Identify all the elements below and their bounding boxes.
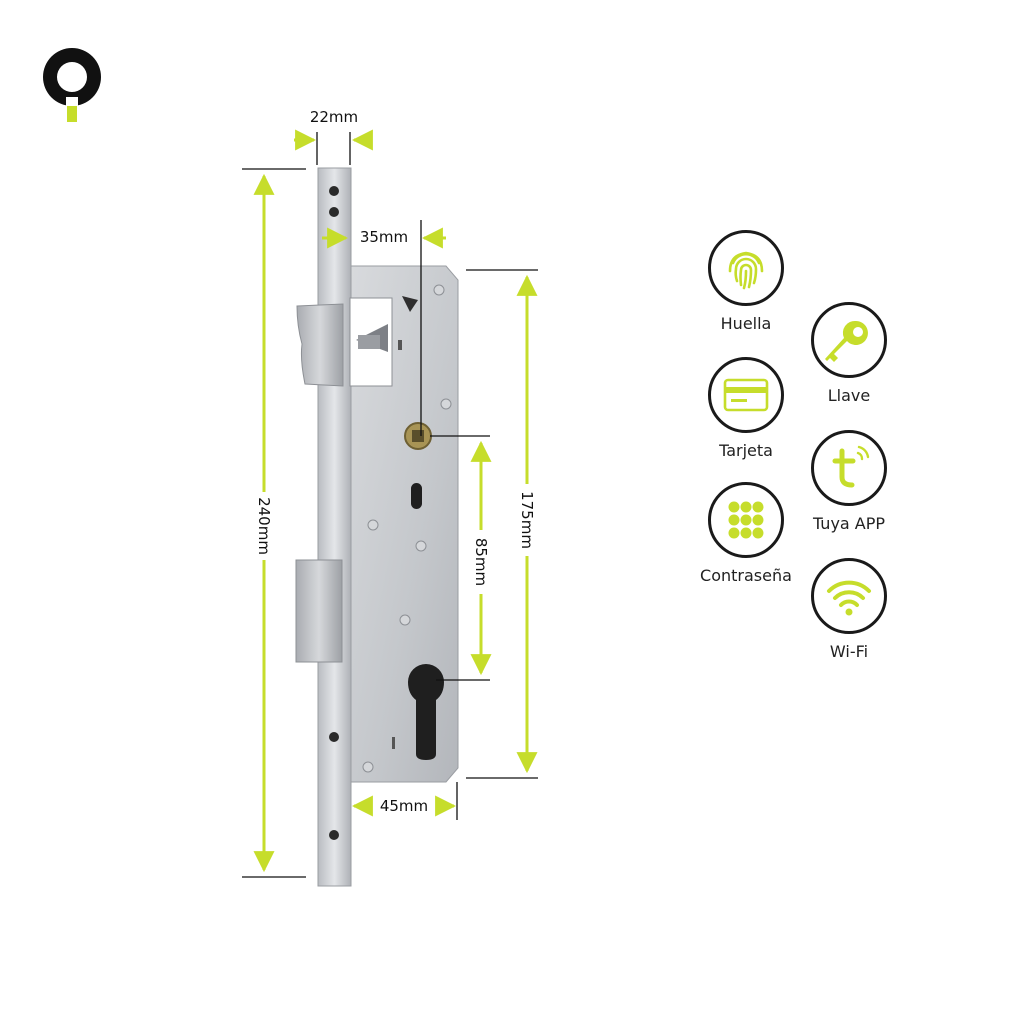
case-screw <box>367 519 379 531</box>
feature-tuya-app: Tuya APP <box>789 430 909 533</box>
latch-bolt <box>296 303 344 387</box>
case-screw <box>399 614 411 626</box>
tuya-app-icon <box>832 445 870 488</box>
dimension-arrows <box>253 129 538 873</box>
screw-hole <box>329 830 339 840</box>
dim-backset: 35mm <box>360 228 408 246</box>
feature-label: Llave <box>827 386 871 405</box>
dim-overall-height: 240mm <box>255 497 273 555</box>
feature-label: Tarjeta <box>719 441 773 460</box>
dim-case-depth: 45mm <box>380 797 428 815</box>
lock-faceplate <box>317 167 352 887</box>
cylinder-cutout <box>408 664 444 760</box>
dim-faceplate-width: 22mm <box>310 108 358 126</box>
feature-label: Tuya APP <box>812 514 886 533</box>
wifi-icon <box>827 580 871 616</box>
screw-hole <box>329 186 339 196</box>
keypad-icon <box>728 501 764 539</box>
case-screw <box>440 398 452 410</box>
case-screw <box>362 761 374 773</box>
dimension-reference-lines <box>242 132 538 878</box>
key-icon <box>825 320 868 362</box>
screw-hole <box>329 207 339 217</box>
dim-case-height: 175mm <box>518 491 536 549</box>
feature-label: Huella <box>720 314 772 333</box>
feature-huella: Huella <box>686 230 806 333</box>
card-icon <box>723 378 769 412</box>
fingerprint-icon <box>728 251 764 290</box>
screw-hole <box>329 732 339 742</box>
case-screw <box>433 284 445 296</box>
slot <box>411 483 422 509</box>
feature-label: Wi-Fi <box>829 642 869 661</box>
dead-bolt <box>295 559 343 663</box>
case-screw <box>415 540 427 552</box>
feature-label: Contraseña <box>700 566 792 585</box>
feature-wifi: Wi-Fi <box>789 558 909 661</box>
dim-center-distance: 85mm <box>472 538 490 586</box>
feature-llave: Llave <box>789 302 909 405</box>
brand-logo-icon <box>43 48 101 122</box>
feature-contrasena: Contraseña <box>686 482 806 585</box>
feature-tarjeta: Tarjeta <box>686 357 806 460</box>
lock-case <box>349 265 459 783</box>
